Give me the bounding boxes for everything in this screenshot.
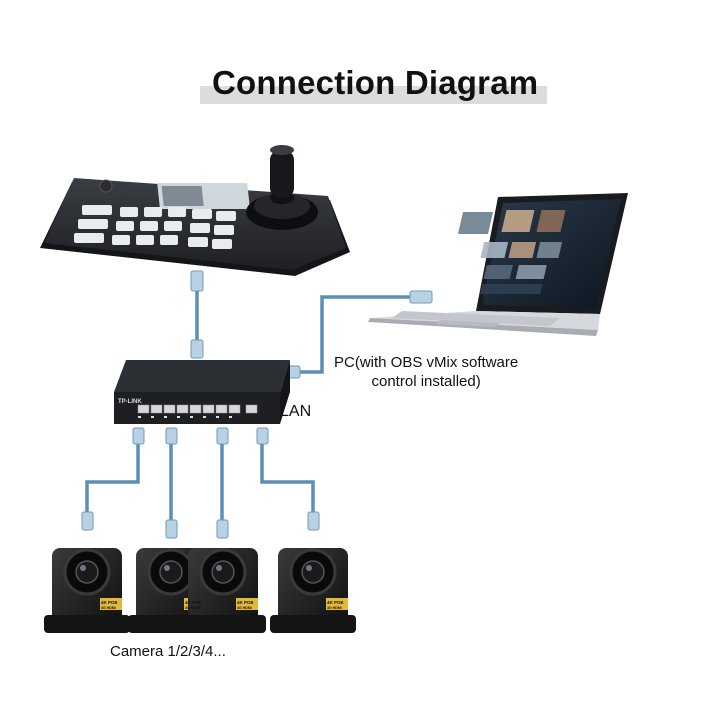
camera-badge	[236, 598, 258, 610]
connector-icon	[216, 427, 229, 445]
connector-icon	[165, 427, 178, 445]
laptop-pc	[368, 193, 628, 336]
connector-icon	[190, 339, 204, 359]
camera-badge-texts: 4K POE 3G HDMI 4K POE 3G HDMI 4K POE 3G …	[101, 600, 344, 610]
connector-icon	[165, 519, 178, 539]
connector-icon	[132, 427, 145, 445]
badge-text: 3G HDMI	[101, 606, 116, 610]
switch-ports	[137, 404, 258, 414]
diagram-title: Connection Diagram	[212, 64, 539, 101]
camera-4	[270, 548, 356, 633]
pc-label: PC(with OBS vMix software control instal…	[334, 353, 518, 391]
connector-icon	[81, 511, 94, 531]
controller-keys	[74, 205, 236, 249]
joystick-icon	[270, 150, 294, 198]
connector-icon	[409, 290, 433, 304]
rj45-connectors	[81, 270, 433, 539]
connector-icon	[256, 427, 269, 445]
badge-text: 4K POE	[237, 600, 254, 605]
connector-icon	[190, 270, 204, 292]
lan-label: LAN	[280, 403, 312, 420]
badge-text: 4K POE	[101, 600, 118, 605]
camera-1	[44, 548, 130, 633]
camera-badge	[100, 598, 122, 610]
cable-camera-1	[85, 438, 140, 522]
badge-text: 4K POE	[327, 600, 344, 605]
network-switch: TP-LINK	[114, 360, 290, 424]
pc-label-line1: PC(with OBS vMix software	[334, 354, 519, 371]
pc-label-line2: control installed)	[371, 373, 481, 390]
cable-camera-4	[260, 438, 315, 522]
software-window	[457, 210, 566, 294]
badge-text: 3G HDMI	[237, 606, 252, 610]
title-highlight-bar	[200, 86, 547, 104]
ptz-controller	[40, 145, 350, 276]
switch-brand: TP-LINK	[118, 399, 142, 405]
badge-text: 3G HDMI	[327, 606, 342, 610]
camera-badge	[326, 598, 348, 610]
camera-3	[180, 548, 266, 633]
connector-icon	[216, 519, 229, 539]
badge-text: 4K POE	[185, 600, 202, 605]
connector-icon	[307, 511, 320, 531]
cameras-label: Camera 1/2/3/4...	[110, 643, 226, 660]
cable-pc-switch	[283, 295, 424, 374]
badge-text: 3G HDMI	[185, 606, 200, 610]
